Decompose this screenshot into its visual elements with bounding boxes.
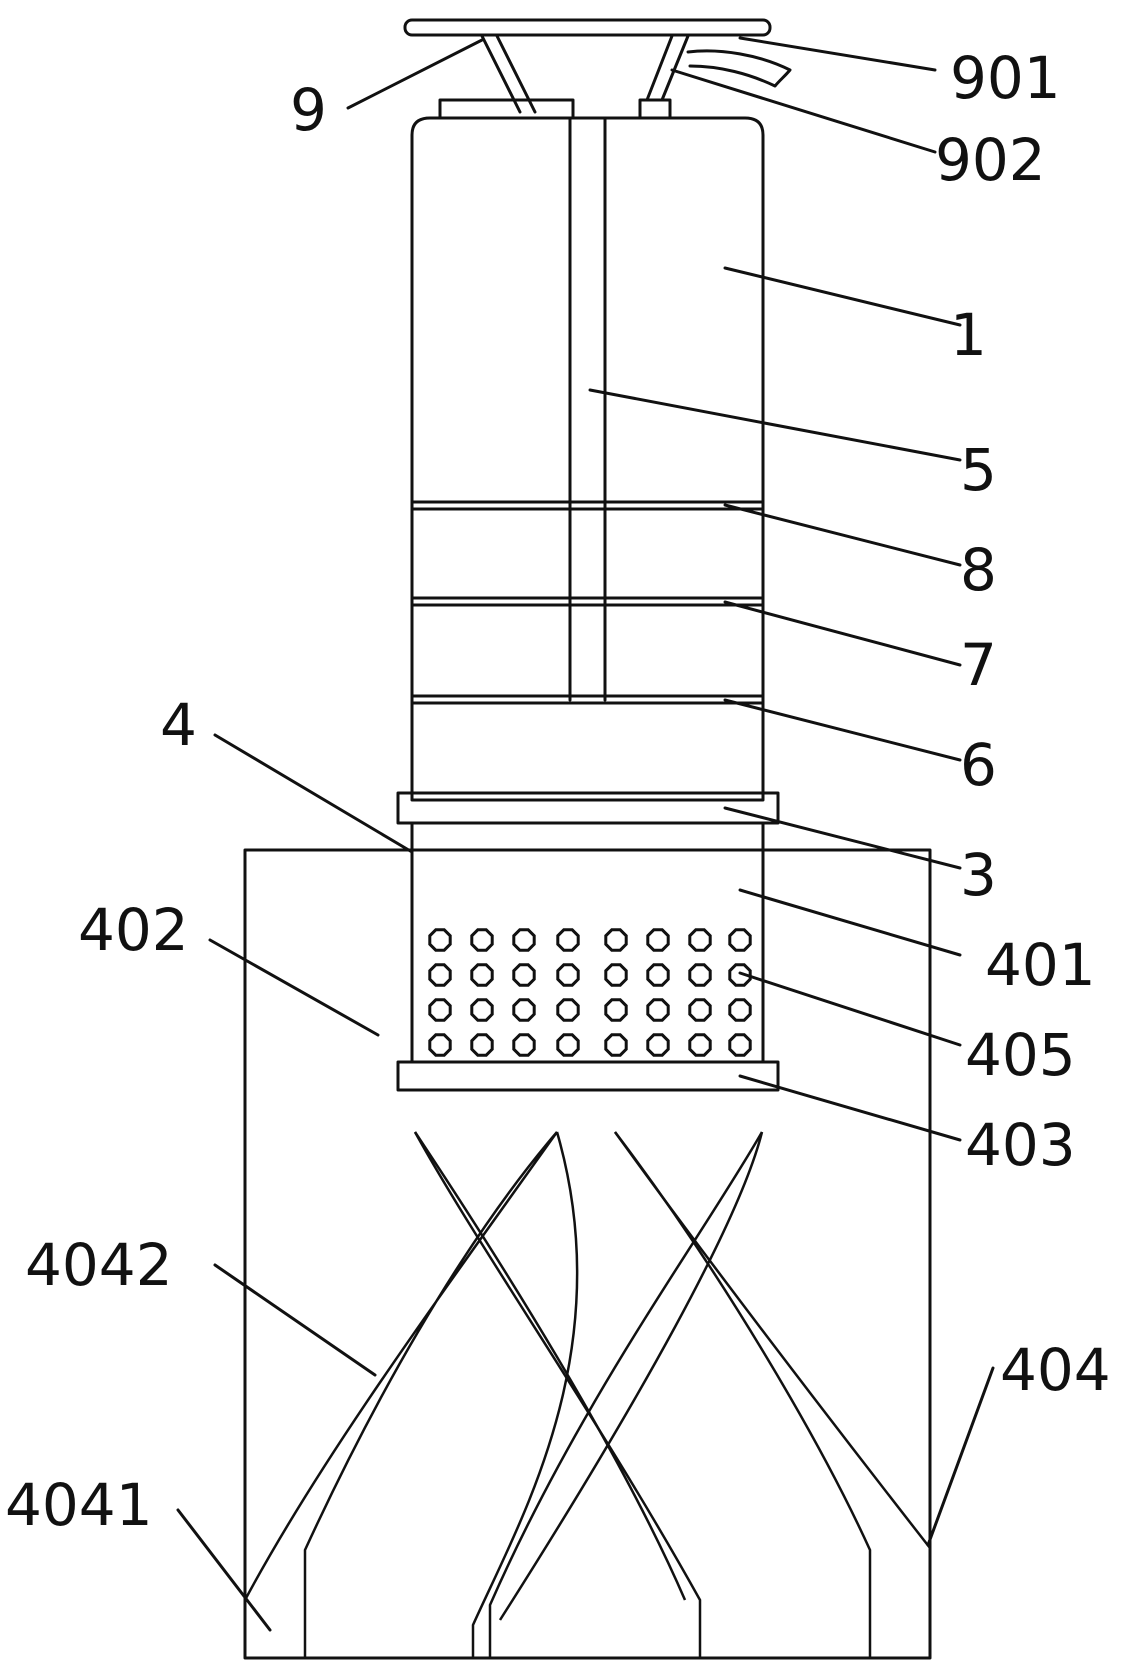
filter-hole	[728, 1033, 752, 1057]
label-7: 7	[960, 631, 997, 699]
label-902: 902	[935, 126, 1046, 194]
label-1: 1	[950, 301, 987, 369]
plate-8	[410, 500, 765, 511]
leader-3	[723, 806, 962, 870]
leader-5	[588, 388, 962, 462]
right-strut	[645, 34, 674, 102]
outer-box	[243, 848, 932, 1660]
label-402: 402	[78, 896, 189, 964]
leader-4042	[213, 1263, 377, 1377]
label-403: 403	[965, 1111, 1076, 1179]
label-404: 404	[1000, 1336, 1111, 1404]
filter-hole	[688, 928, 712, 952]
leader-1	[723, 266, 962, 327]
filter-hole	[428, 928, 452, 952]
label-401: 401	[985, 931, 1096, 999]
filter-hole	[512, 1033, 536, 1057]
filter-hole	[512, 928, 536, 952]
leader-901	[738, 36, 937, 72]
blade-right-inner-2	[498, 1131, 764, 1621]
filter-hole	[556, 963, 580, 987]
reference-numerals: 901 9 902 1 5 8 7 6 4 3 402 401 405 403 …	[5, 44, 1111, 1539]
filter-hole	[556, 928, 580, 952]
filter-hole	[556, 1033, 580, 1057]
filter-hole	[512, 963, 536, 987]
flange-3	[396, 791, 780, 825]
filter-hole	[604, 1033, 628, 1057]
label-9: 9	[290, 76, 327, 144]
blade-group-left	[243, 1131, 702, 1658]
plate-6	[410, 694, 765, 705]
filter-hole	[688, 963, 712, 987]
filter-hole	[728, 928, 752, 952]
blade-right-outer-2	[614, 1131, 872, 1658]
filter-hole	[688, 1033, 712, 1057]
right-strut-edge	[660, 34, 690, 102]
filter-holes	[428, 928, 752, 1057]
main-housing	[396, 116, 780, 825]
filter-hole	[512, 998, 536, 1022]
leader-404	[926, 1366, 995, 1547]
blade-left-outer	[243, 1131, 559, 1658]
label-5: 5	[960, 436, 997, 504]
filter-hole	[688, 998, 712, 1022]
filter-hole	[728, 963, 752, 987]
filter-hole	[470, 1033, 494, 1057]
leader-4	[213, 733, 414, 854]
label-6: 6	[960, 731, 997, 799]
filter-hole	[604, 998, 628, 1022]
leader-402	[208, 938, 380, 1037]
housing-body	[410, 116, 765, 802]
filter-hole	[470, 998, 494, 1022]
label-901: 901	[950, 44, 1061, 112]
label-3: 3	[960, 841, 997, 909]
leader-7	[723, 600, 962, 667]
filter-hole	[646, 1033, 670, 1057]
leader-403	[738, 1074, 962, 1142]
leader-902	[670, 68, 937, 154]
blade-left-outer-edge	[471, 1131, 579, 1658]
filter-hole	[646, 928, 670, 952]
filter-hole	[428, 1033, 452, 1057]
leader-9	[346, 38, 484, 110]
leader-405	[738, 971, 962, 1047]
label-4042: 4042	[25, 1231, 173, 1299]
filter-hole	[556, 998, 580, 1022]
leader-401	[738, 888, 962, 957]
blade-left-inner	[413, 1131, 702, 1658]
blade-right-inner	[488, 1131, 764, 1658]
filter-hole	[604, 928, 628, 952]
top-cover-assembly	[403, 18, 792, 120]
filter-hole	[728, 998, 752, 1022]
filter-hole	[470, 928, 494, 952]
curved-handle	[686, 49, 792, 88]
filter-hole	[428, 963, 452, 987]
filter-cylinder	[396, 821, 780, 1092]
blade-left-inner-2	[413, 1131, 687, 1601]
top-cap-right	[638, 98, 672, 120]
label-405: 405	[965, 1021, 1076, 1089]
filter-hole	[646, 963, 670, 987]
filter-hole	[646, 998, 670, 1022]
label-8: 8	[960, 536, 997, 604]
filter-hole	[428, 998, 452, 1022]
top-cap-left	[438, 98, 575, 120]
cover-plate	[403, 18, 772, 37]
label-4: 4	[160, 691, 197, 759]
leader-6	[723, 698, 962, 762]
leader-4041	[176, 1508, 272, 1632]
leader-lines	[176, 36, 995, 1632]
bottom-plate-403	[396, 1060, 780, 1092]
filter-hole	[470, 963, 494, 987]
label-4041: 4041	[5, 1471, 153, 1539]
blade-group-right	[488, 1131, 931, 1658]
plate-7	[410, 596, 765, 607]
leader-8	[723, 503, 962, 567]
filter-hole	[604, 963, 628, 987]
